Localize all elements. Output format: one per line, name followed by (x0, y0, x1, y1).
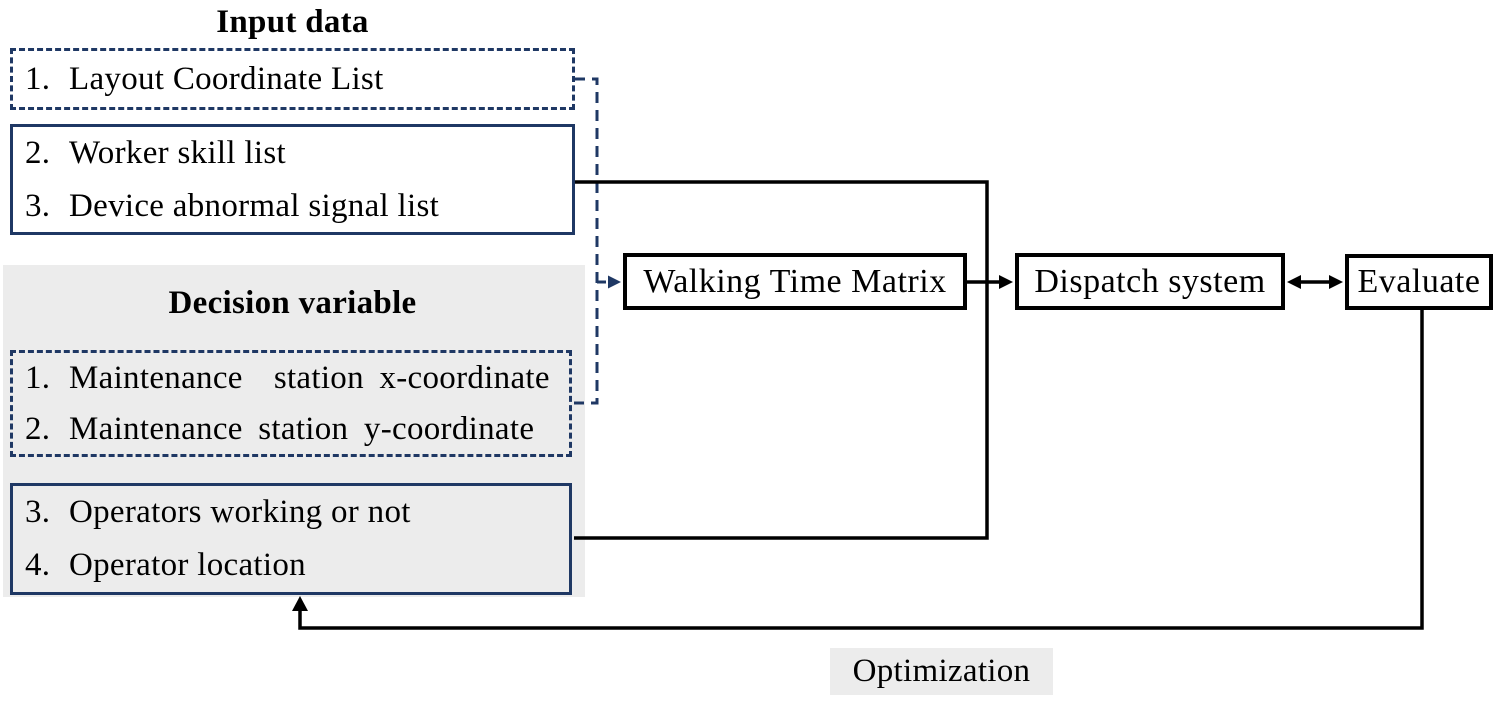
list-item: 2. Worker skill list (25, 135, 572, 171)
evaluate-node: Evaluate (1345, 254, 1493, 310)
optimization-label: Optimization (830, 648, 1053, 695)
layout-coordinate-list-box: 1. Layout Coordinate List (10, 48, 575, 110)
dashed-coordinate-connector (574, 77, 599, 405)
optimization-feedback-line (298, 310, 1424, 630)
list-item: 1. Layout Coordinate List (25, 61, 572, 97)
item-label: Layout Coordinate List (69, 60, 384, 97)
item-number: 2. (25, 410, 51, 447)
maintenance-station-coordinate-box: 1. Maintenance station x-coordinate 2. M… (10, 350, 572, 457)
item-label: Operator location (69, 547, 306, 584)
list-item: 3. Operators working or not (25, 494, 569, 530)
input-data-title: Input data (216, 4, 369, 40)
item-label: Maintenance station x-coordinate (69, 360, 550, 397)
decision-variable-title: Decision variable (168, 285, 417, 321)
item-number: 3. (25, 187, 51, 224)
list-item: 4. Operator location (25, 547, 569, 583)
item-number: 4. (25, 547, 51, 584)
dispatch-system-node: Dispatch system (1015, 253, 1285, 310)
operator-status-box: 3. Operators working or not 4. Operator … (10, 483, 572, 595)
item-label: Device abnormal signal list (69, 187, 440, 224)
input-operator-junction-line (574, 180, 989, 540)
dashed-arrowhead (608, 275, 621, 289)
item-number: 2. (25, 135, 51, 172)
list-item: 3. Device abnormal signal list (25, 188, 572, 224)
evaluate-arrowhead-right (1329, 275, 1343, 289)
item-label: Operators working or not (69, 494, 411, 531)
wtm-to-dispatch-arrowhead (999, 275, 1013, 289)
item-number: 3. (25, 494, 51, 531)
decision-variable-panel (3, 265, 585, 597)
item-label: Maintenance station y-coordinate (69, 410, 535, 447)
list-item: 2. Maintenance station y-coordinate (25, 411, 569, 447)
item-number: 1. (25, 360, 51, 397)
walking-time-matrix-node: Walking Time Matrix (623, 253, 967, 310)
item-label: Worker skill list (69, 135, 286, 172)
item-number: 1. (25, 60, 51, 97)
worker-signal-list-box: 2. Worker skill list 3. Device abnormal … (10, 124, 575, 235)
list-item: 1. Maintenance station x-coordinate (25, 360, 569, 396)
dispatch-arrowhead-left (1287, 275, 1301, 289)
optimization-feedback-arrowhead (292, 596, 308, 611)
